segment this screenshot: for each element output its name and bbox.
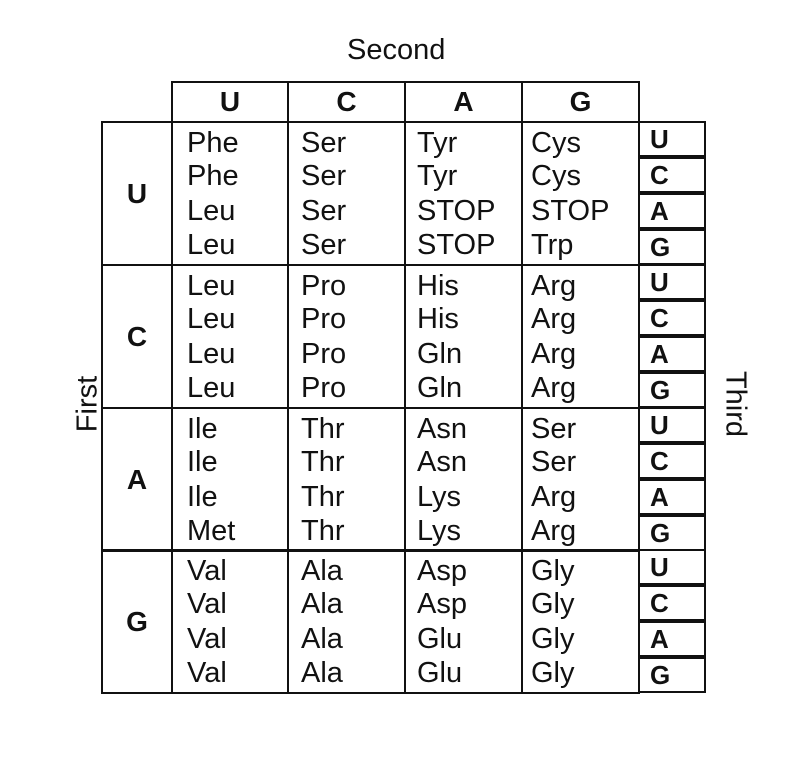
amino-acid-label: Gly	[531, 555, 575, 587]
amino-acid-label: Leu	[187, 229, 236, 261]
third-base-cell: C	[638, 585, 706, 621]
amino-acid-label: Pro	[301, 338, 347, 370]
amino-acid-label: Val	[187, 555, 227, 587]
second-base-header: G	[521, 81, 640, 123]
amino-acid-label: Cys	[531, 127, 581, 159]
amino-acid-label: Arg	[531, 303, 577, 335]
third-base-cell: G	[638, 372, 706, 408]
amino-acid-label: STOP	[417, 195, 496, 227]
amino-acid-label: Pro	[301, 270, 347, 302]
third-base-cell: G	[638, 229, 706, 265]
amino-acid-label: STOP	[531, 195, 610, 227]
first-base-cell: U	[101, 121, 173, 266]
amino-acid-label: Glu	[417, 623, 463, 655]
amino-acid-label: Tyr	[417, 127, 458, 159]
amino-acid-label: Leu	[187, 270, 236, 302]
amino-acid-label: Gly	[531, 657, 575, 689]
second-base-header: A	[404, 81, 523, 123]
third-axis-label: Third	[719, 370, 752, 438]
amino-acid-label: Asp	[417, 555, 467, 587]
amino-acid-label: Ile	[187, 481, 218, 513]
amino-acid-label: Gly	[531, 623, 575, 655]
third-base-cell: C	[638, 300, 706, 336]
third-base-cell: C	[638, 157, 706, 193]
third-base-cell: U	[638, 549, 706, 585]
first-base-cell: G	[101, 549, 173, 694]
amino-acid-label: Arg	[531, 372, 577, 404]
amino-acid-label: Ser	[301, 195, 347, 227]
amino-acid-label: Val	[187, 588, 227, 620]
third-base-cell: G	[638, 515, 706, 551]
amino-acid-label: Lys	[417, 481, 462, 513]
amino-acid-label: Gln	[417, 338, 463, 370]
first-axis-label: First	[71, 375, 104, 433]
amino-acid-label: Arg	[531, 270, 577, 302]
amino-acid-label: Thr	[301, 481, 345, 513]
amino-acid-label: Ala	[301, 657, 343, 689]
amino-acid-label: Ser	[531, 413, 577, 445]
amino-acid-label: Val	[187, 657, 227, 689]
third-base-cell: A	[638, 336, 706, 372]
amino-acid-label: Ser	[301, 160, 347, 192]
amino-acid-label: Pro	[301, 372, 347, 404]
second-axis-label: Second	[347, 34, 446, 66]
second-base-header: U	[171, 81, 289, 123]
amino-acid-label: Arg	[531, 515, 577, 547]
amino-acid-label: Ala	[301, 555, 343, 587]
amino-acid-label: Leu	[187, 338, 236, 370]
amino-acid-label: Leu	[187, 195, 236, 227]
third-base-cell: U	[638, 407, 706, 443]
amino-acid-label: Arg	[531, 338, 577, 370]
amino-acid-label: His	[417, 303, 459, 335]
amino-acid-label: Ser	[301, 229, 347, 261]
amino-acid-label: Asp	[417, 588, 467, 620]
amino-acid-label: His	[417, 270, 459, 302]
amino-acid-label: Lys	[417, 515, 462, 547]
second-base-header: C	[287, 81, 406, 123]
third-base-cell: A	[638, 479, 706, 515]
amino-acid-label: Ser	[301, 127, 347, 159]
third-base-cell: A	[638, 621, 706, 657]
third-base-cell: G	[638, 657, 706, 693]
third-base-cell: A	[638, 193, 706, 229]
amino-acid-label: Asn	[417, 446, 467, 478]
amino-acid-label: Glu	[417, 657, 463, 689]
third-base-cell: U	[638, 121, 706, 157]
amino-acid-label: Thr	[301, 413, 345, 445]
amino-acid-label: Ile	[187, 413, 218, 445]
first-base-cell: A	[101, 407, 173, 552]
amino-acid-label: STOP	[417, 229, 496, 261]
amino-acid-label: Asn	[417, 413, 467, 445]
amino-acid-label: Tyr	[417, 160, 458, 192]
third-base-cell: C	[638, 443, 706, 479]
amino-acid-label: Met	[187, 515, 236, 547]
amino-acid-label: Arg	[531, 481, 577, 513]
amino-acid-label: Thr	[301, 515, 345, 547]
amino-acid-label: Pro	[301, 303, 347, 335]
amino-acid-label: Leu	[187, 303, 236, 335]
amino-acid-label: Gln	[417, 372, 463, 404]
amino-acid-label: Trp	[531, 229, 574, 261]
amino-acid-label: Ala	[301, 623, 343, 655]
amino-acid-label: Leu	[187, 372, 236, 404]
third-base-cell: U	[638, 264, 706, 300]
amino-acid-label: Phe	[187, 160, 239, 192]
amino-acid-label: Cys	[531, 160, 581, 192]
amino-acid-label: Phe	[187, 127, 239, 159]
amino-acid-label: Gly	[531, 588, 575, 620]
amino-acid-label: Thr	[301, 446, 345, 478]
amino-acid-label: Ser	[531, 446, 577, 478]
amino-acid-label: Val	[187, 623, 227, 655]
first-base-cell: C	[101, 264, 173, 409]
amino-acid-label: Ile	[187, 446, 218, 478]
amino-acid-label: Ala	[301, 588, 343, 620]
